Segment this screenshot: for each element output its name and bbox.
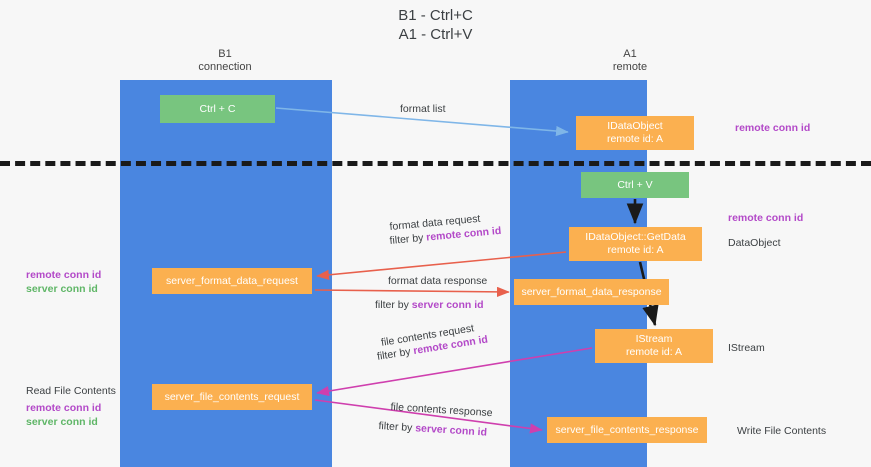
node-ctrl-c-label: Ctrl + C bbox=[199, 102, 236, 115]
node-server-file-contents-request[interactable]: server_file_contents_request bbox=[152, 384, 312, 410]
column-header-a1-sub: remote bbox=[612, 61, 648, 73]
node-idataobject-label: IDataObject bbox=[607, 120, 663, 132]
node-server-format-data-request-label: server_format_data_request bbox=[166, 274, 298, 287]
annotation-remote-conn-id-top: remote conn id bbox=[735, 122, 811, 134]
edge-label-file-contents-response-filter: filter by server conn id bbox=[378, 419, 487, 440]
node-istream-sublabel: remote id: A bbox=[625, 346, 683, 358]
annotation-remote-conn-id-left-mid: remote conn id bbox=[26, 269, 102, 281]
node-istream-label: IStream bbox=[635, 333, 673, 345]
edge-label-format-data-response-filter: filter by server conn id bbox=[375, 298, 484, 312]
column-header-b1-name: B1 bbox=[218, 48, 232, 60]
phase-divider bbox=[0, 161, 871, 166]
annotation-server-conn-id-left-mid: server conn id bbox=[26, 283, 98, 295]
node-istream[interactable]: IStream remote id: A bbox=[595, 329, 713, 363]
annotation-remote-conn-id-left-low: remote conn id bbox=[26, 402, 102, 414]
node-idataobject-getdata[interactable]: IDataObject::GetData remote id: A bbox=[569, 227, 702, 261]
annotation-write-file-contents: Write File Contents bbox=[737, 425, 827, 437]
annotation-dataobject: DataObject bbox=[728, 237, 781, 249]
edge-label-format-list: format list bbox=[400, 103, 446, 115]
node-server-format-data-response[interactable]: server_format_data_response bbox=[514, 279, 669, 305]
annotation-istream: IStream bbox=[728, 342, 765, 354]
annotation-remote-conn-id-mid: remote conn id bbox=[728, 212, 804, 224]
edge-format-data-response bbox=[314, 286, 510, 297]
annotation-read-file-contents: Read File Contents bbox=[26, 385, 116, 397]
column-header-a1: A1 remote bbox=[545, 48, 715, 74]
annotation-left-conn-ids-low: remote conn id server conn id bbox=[26, 401, 101, 429]
node-getdata-label: IDataObject::GetData bbox=[585, 231, 686, 243]
node-server-file-contents-request-label: server_file_contents_request bbox=[164, 390, 300, 403]
title-line-2: A1 - Ctrl+V bbox=[398, 26, 473, 43]
node-server-format-data-response-label: server_format_data_response bbox=[521, 285, 662, 298]
node-getdata-sublabel: remote id: A bbox=[607, 244, 664, 256]
node-ctrl-v[interactable]: Ctrl + V bbox=[581, 172, 689, 198]
node-idataobject[interactable]: IDataObject remote id: A bbox=[576, 116, 694, 150]
edge-label-file-contents-response: file contents response bbox=[390, 400, 493, 420]
filter-prefix: filter by bbox=[378, 419, 416, 435]
node-server-file-contents-response-label: server_file_contents_response bbox=[555, 423, 699, 436]
filter-key-server-conn-id: server conn id bbox=[414, 422, 488, 439]
annotation-left-conn-ids-mid: remote conn id server conn id bbox=[26, 268, 101, 296]
filter-prefix: filter by bbox=[389, 231, 427, 247]
filter-prefix: filter by bbox=[375, 299, 412, 311]
node-ctrl-c[interactable]: Ctrl + C bbox=[160, 95, 275, 123]
edge-label-format-data-response: format data response bbox=[388, 275, 488, 287]
diagram-title: B1 - Ctrl+C A1 - Ctrl+V bbox=[0, 6, 871, 44]
column-header-a1-name: A1 bbox=[623, 48, 637, 60]
title-line-1: B1 - Ctrl+C bbox=[398, 7, 473, 24]
column-header-b1: B1 connection bbox=[140, 48, 310, 74]
node-server-file-contents-response[interactable]: server_file_contents_response bbox=[547, 417, 707, 443]
filter-key-server-conn-id: server conn id bbox=[411, 299, 484, 311]
column-header-b1-sub: connection bbox=[198, 61, 252, 73]
node-idataobject-sublabel: remote id: A bbox=[606, 133, 664, 145]
node-ctrl-v-label: Ctrl + V bbox=[617, 178, 653, 191]
annotation-server-conn-id-left-low: server conn id bbox=[26, 416, 98, 428]
node-server-format-data-request[interactable]: server_format_data_request bbox=[152, 268, 312, 294]
